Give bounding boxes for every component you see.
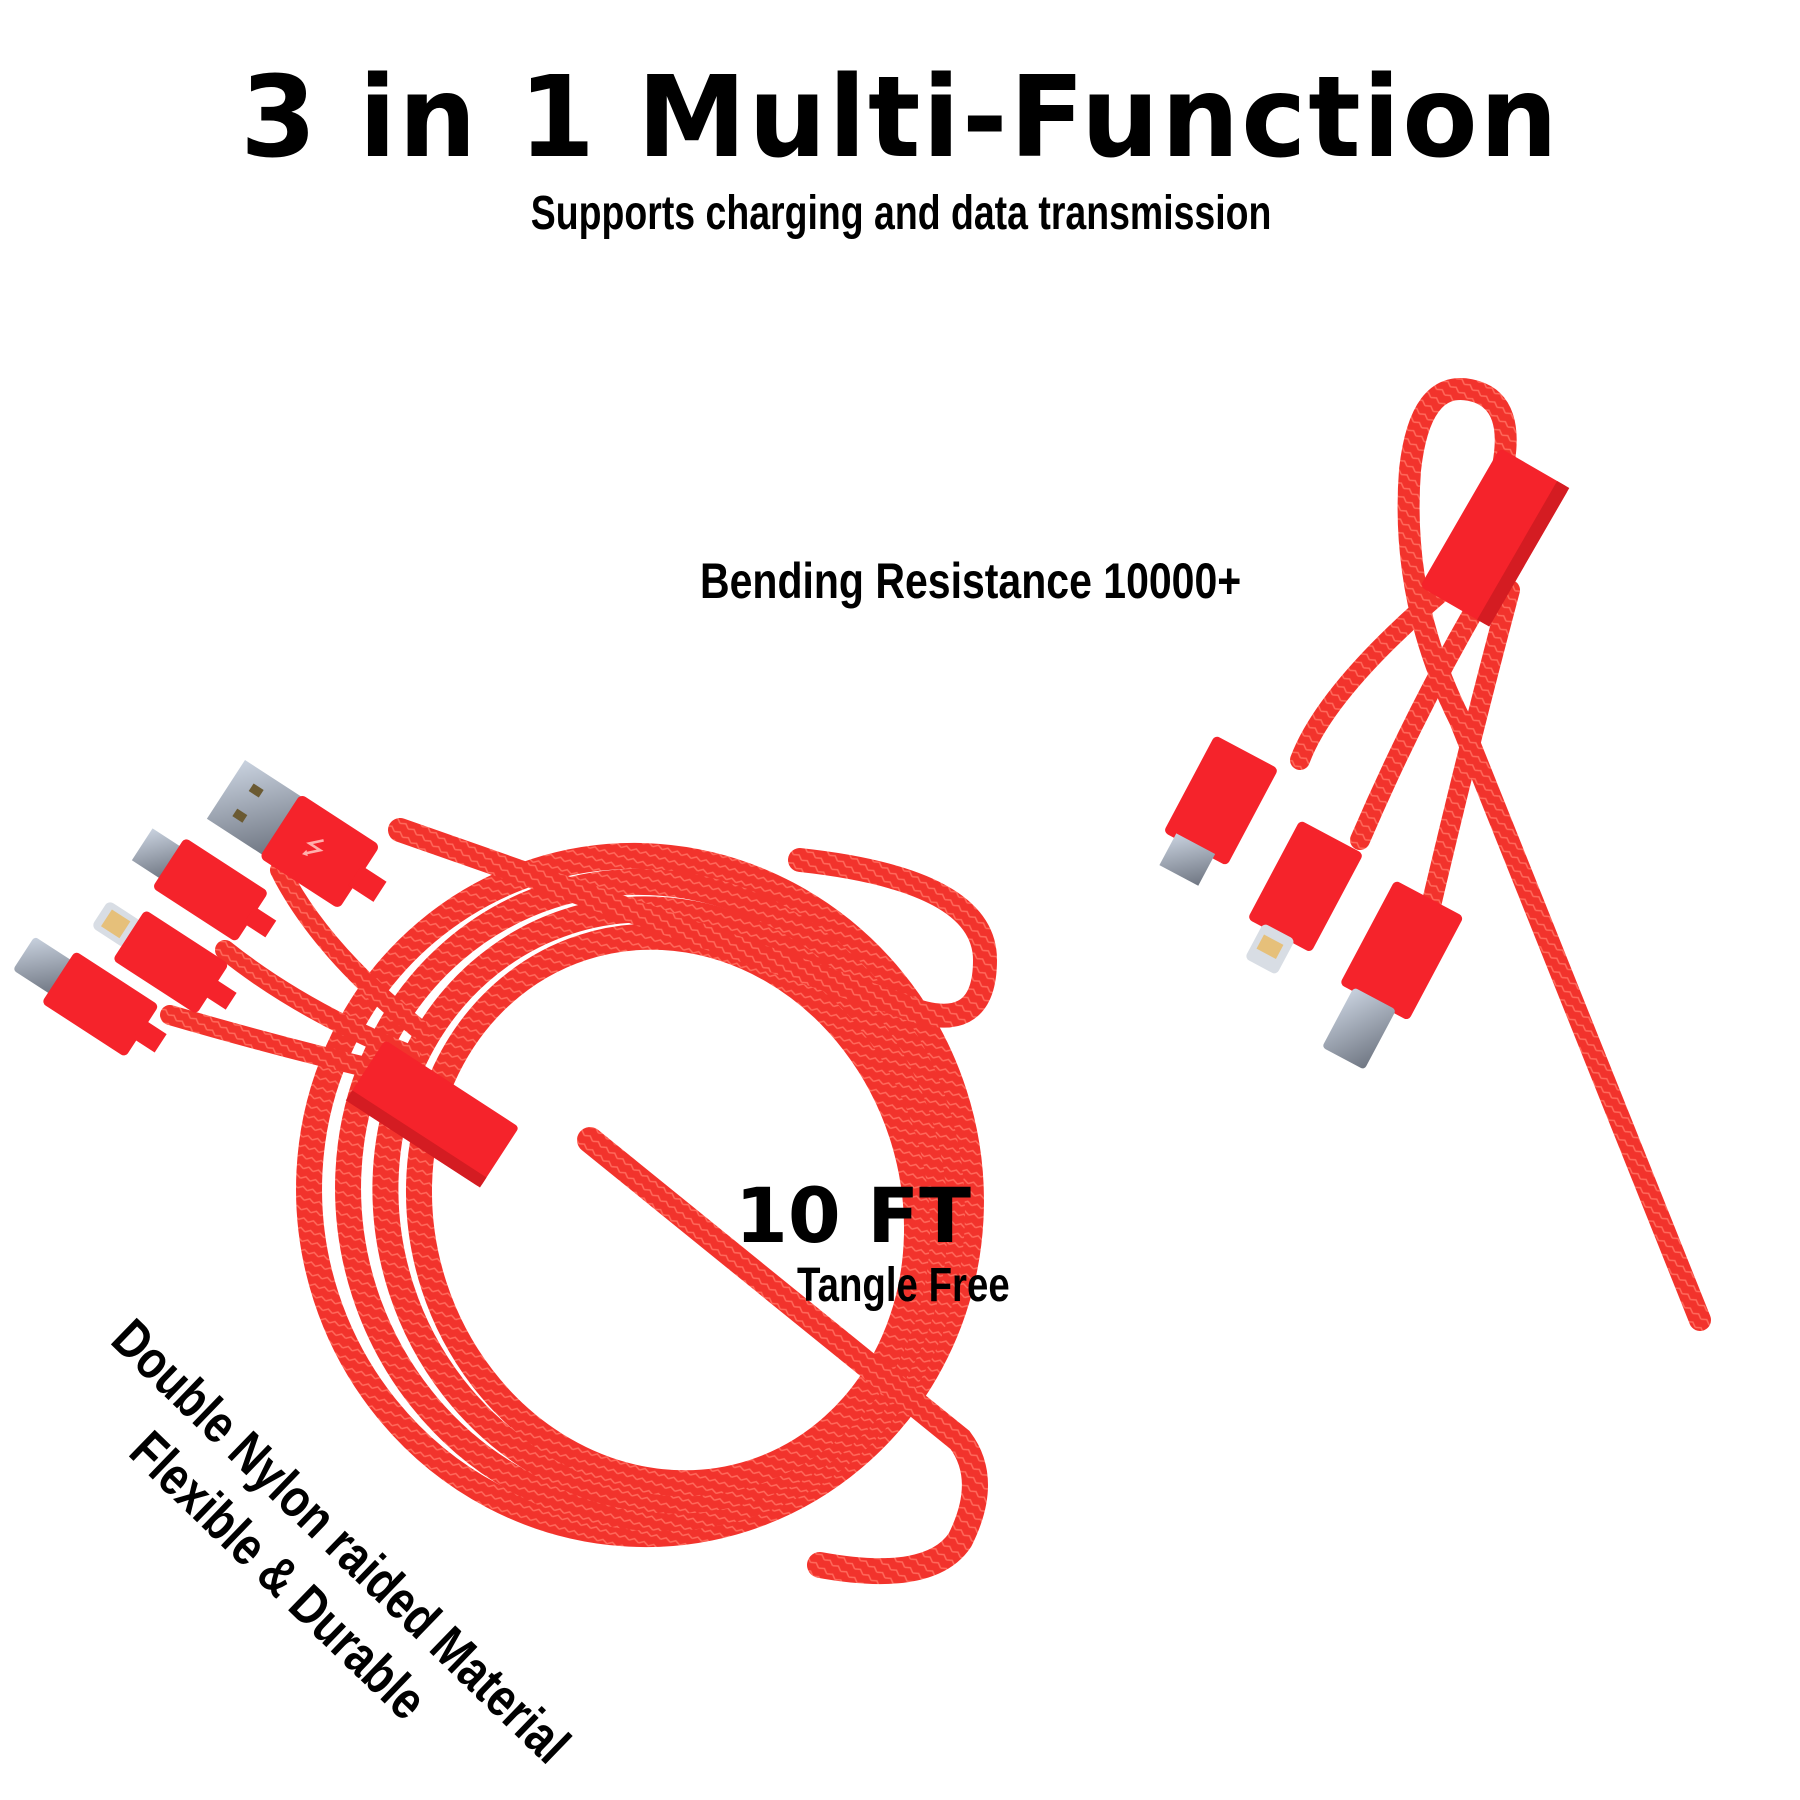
usb-a-connector: ⭍: [206, 760, 387, 907]
splitter-block-right: [1421, 449, 1570, 627]
page-subtitle: Supports charging and data transmission: [530, 187, 1272, 240]
length-label: 10 FT: [735, 1171, 971, 1260]
usb-c-connector: [14, 937, 167, 1056]
splitter-block: [345, 1041, 518, 1188]
lightning-connector-right: [1246, 821, 1362, 974]
micro-usb-connector: [131, 828, 277, 941]
bending-resistance-label: Bending Resistance 10000+: [700, 553, 1242, 609]
hanging-cable: [1290, 378, 1711, 1331]
usb-c-connector-right: [1323, 881, 1463, 1069]
micro-usb-connector-right: [1159, 736, 1277, 886]
tangle-free-label: Tangle Free: [797, 1259, 1010, 1312]
lightning-connector: [93, 902, 237, 1013]
page-title: 3 in 1 Multi-Function: [240, 53, 1560, 183]
